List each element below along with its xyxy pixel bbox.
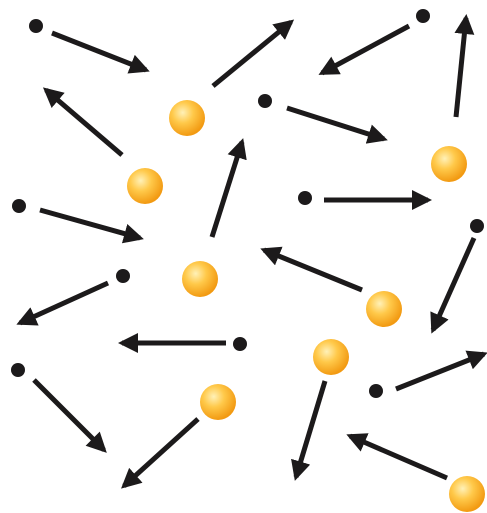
large-particle	[431, 146, 467, 182]
velocity-arrow	[34, 380, 104, 450]
velocity-arrows	[20, 18, 484, 486]
large-particle	[200, 384, 236, 420]
velocity-arrow	[52, 33, 146, 70]
small-particle	[470, 219, 484, 233]
small-particle	[29, 19, 43, 33]
large-particle	[169, 100, 205, 136]
velocity-arrow	[350, 436, 447, 478]
large-particle	[449, 476, 485, 512]
large-particle	[313, 339, 349, 375]
velocity-arrow	[322, 26, 409, 73]
large-particle	[182, 261, 218, 297]
velocity-arrow	[296, 381, 325, 477]
velocity-arrow	[213, 22, 291, 86]
velocity-arrow	[456, 18, 466, 117]
velocity-arrow	[46, 90, 122, 155]
small-particles	[11, 9, 484, 398]
large-particle	[366, 291, 402, 327]
velocity-arrow	[40, 210, 140, 238]
large-particle	[127, 168, 163, 204]
small-particle	[233, 337, 247, 351]
velocity-arrow	[433, 238, 474, 330]
small-particle	[416, 9, 430, 23]
velocity-arrow	[264, 250, 362, 290]
velocity-arrow	[124, 419, 198, 486]
velocity-arrow	[287, 108, 384, 139]
small-particle	[116, 269, 130, 283]
small-particle	[258, 94, 272, 108]
velocity-arrow	[396, 354, 484, 389]
small-particle	[11, 363, 25, 377]
small-particle	[369, 384, 383, 398]
small-particle	[12, 199, 26, 213]
velocity-arrow	[20, 283, 108, 323]
small-particle	[298, 191, 312, 205]
velocity-arrow	[212, 142, 242, 237]
